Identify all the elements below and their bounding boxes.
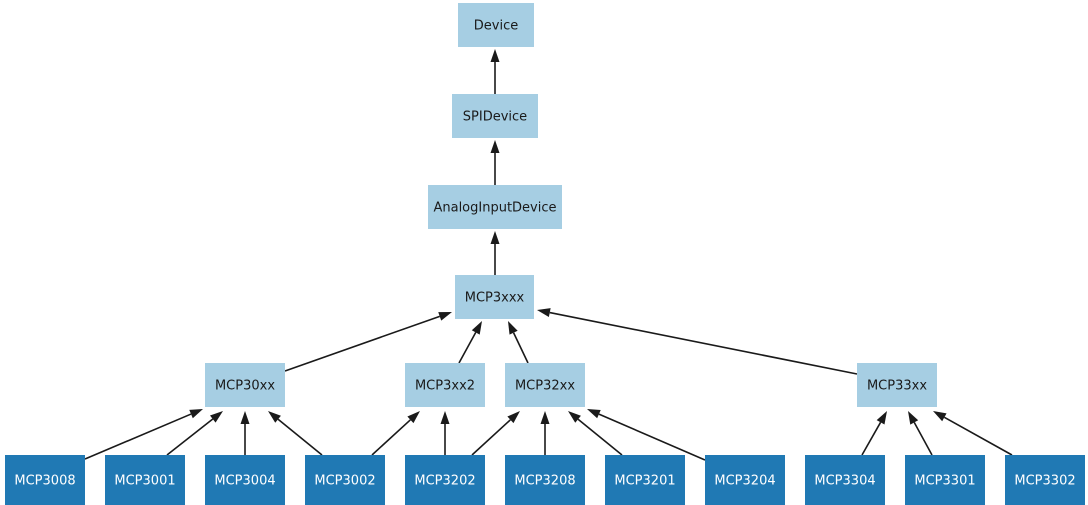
edge-arrowhead xyxy=(490,140,500,153)
inheritance-arrow xyxy=(471,411,520,456)
class-node-device[interactable]: Device xyxy=(458,3,534,47)
edge-arrowhead xyxy=(440,411,450,424)
inheritance-arrow xyxy=(508,321,529,364)
edge-line xyxy=(598,413,706,461)
inheritance-arrow xyxy=(490,49,500,94)
edge-arrowhead xyxy=(568,411,581,423)
class-node-mcp3302[interactable]: MCP3302 xyxy=(1005,455,1085,505)
edge-arrowhead xyxy=(240,411,250,424)
class-node-mcp3304[interactable]: MCP3304 xyxy=(805,455,885,505)
edge-line xyxy=(458,332,477,364)
inheritance-arrow xyxy=(458,321,482,364)
class-box[interactable] xyxy=(5,455,85,505)
class-box[interactable] xyxy=(905,455,985,505)
edge-line xyxy=(861,421,882,456)
edge-line xyxy=(577,418,623,456)
class-box[interactable] xyxy=(1005,455,1085,505)
inheritance-arrow xyxy=(587,409,706,461)
class-box[interactable] xyxy=(705,455,785,505)
edge-arrowhead xyxy=(268,411,281,423)
class-node-mcp3004[interactable]: MCP3004 xyxy=(205,455,285,505)
class-node-mcp3xxx[interactable]: MCP3xxx xyxy=(455,275,534,319)
edge-arrowhead xyxy=(540,411,550,424)
inheritance-arrow xyxy=(240,411,250,455)
edge-arrowhead xyxy=(209,411,223,423)
edge-arrowhead xyxy=(490,49,500,62)
edge-line xyxy=(943,416,1013,456)
edge-arrowhead xyxy=(537,308,551,317)
inheritance-arrow xyxy=(284,312,452,372)
inheritance-arrow xyxy=(490,140,500,185)
class-node-mcp33xx[interactable]: MCP33xx xyxy=(857,363,937,407)
edge-arrowhead xyxy=(438,312,452,321)
class-node-mcp3008[interactable]: MCP3008 xyxy=(5,455,85,505)
class-node-mcp32xx[interactable]: MCP32xx xyxy=(505,363,585,407)
edge-arrowhead xyxy=(490,231,500,244)
edge-line xyxy=(549,311,858,375)
inheritance-arrow xyxy=(371,411,420,456)
edge-arrowhead xyxy=(471,321,482,335)
class-node-mcp3001[interactable]: MCP3001 xyxy=(105,455,185,505)
edge-line xyxy=(913,422,933,456)
class-node-mcp3202[interactable]: MCP3202 xyxy=(405,455,485,505)
class-node-analoginputdevice[interactable]: AnalogInputDevice xyxy=(428,185,562,229)
class-node-spidevice[interactable]: SPIDevice xyxy=(452,94,538,138)
inheritance-arrow xyxy=(166,411,223,456)
edge-arrowhead xyxy=(507,411,520,424)
class-box[interactable] xyxy=(505,455,585,505)
edge-line xyxy=(166,418,214,456)
edge-line xyxy=(284,315,441,372)
inheritance-arrow xyxy=(440,411,450,455)
class-box[interactable] xyxy=(205,455,285,505)
class-node-mcp3002[interactable]: MCP3002 xyxy=(305,455,385,505)
class-box[interactable] xyxy=(505,363,585,407)
class-node-mcp30xx[interactable]: MCP30xx xyxy=(205,363,285,407)
class-box[interactable] xyxy=(857,363,937,407)
class-box[interactable] xyxy=(405,455,485,505)
class-box[interactable] xyxy=(455,275,534,319)
inheritance-edges-layer xyxy=(84,49,1013,461)
inheritance-arrow xyxy=(540,411,550,455)
edge-arrowhead xyxy=(407,411,420,424)
class-node-mcp3xx2[interactable]: MCP3xx2 xyxy=(405,363,485,407)
class-box[interactable] xyxy=(428,185,562,229)
class-node-mcp3201[interactable]: MCP3201 xyxy=(605,455,685,505)
class-box[interactable] xyxy=(605,455,685,505)
class-box[interactable] xyxy=(405,363,485,407)
edge-line xyxy=(371,419,411,456)
inheritance-arrow xyxy=(84,409,203,460)
edge-line xyxy=(84,413,192,460)
class-box[interactable] xyxy=(805,455,885,505)
inheritance-arrow xyxy=(861,411,887,456)
class-box[interactable] xyxy=(205,363,285,407)
edge-line xyxy=(277,418,323,456)
class-node-mcp3204[interactable]: MCP3204 xyxy=(705,455,785,505)
inheritance-arrow xyxy=(568,411,623,456)
class-box[interactable] xyxy=(452,94,538,138)
class-box[interactable] xyxy=(305,455,385,505)
inheritance-arrow xyxy=(537,308,858,375)
inheritance-arrow xyxy=(908,411,933,456)
edge-arrowhead xyxy=(933,411,947,422)
edge-line xyxy=(471,419,511,456)
edge-arrowhead xyxy=(908,411,919,425)
edge-arrowhead xyxy=(587,409,601,419)
class-node-mcp3208[interactable]: MCP3208 xyxy=(505,455,585,505)
class-box[interactable] xyxy=(458,3,534,47)
class-node-mcp3301[interactable]: MCP3301 xyxy=(905,455,985,505)
edge-arrowhead xyxy=(508,321,518,335)
inheritance-arrow xyxy=(933,411,1013,456)
class-box[interactable] xyxy=(105,455,185,505)
inheritance-arrow xyxy=(490,231,500,275)
edge-arrowhead xyxy=(189,409,203,419)
edge-line xyxy=(512,332,529,364)
edge-arrowhead xyxy=(876,411,887,425)
inheritance-arrow xyxy=(268,411,323,456)
